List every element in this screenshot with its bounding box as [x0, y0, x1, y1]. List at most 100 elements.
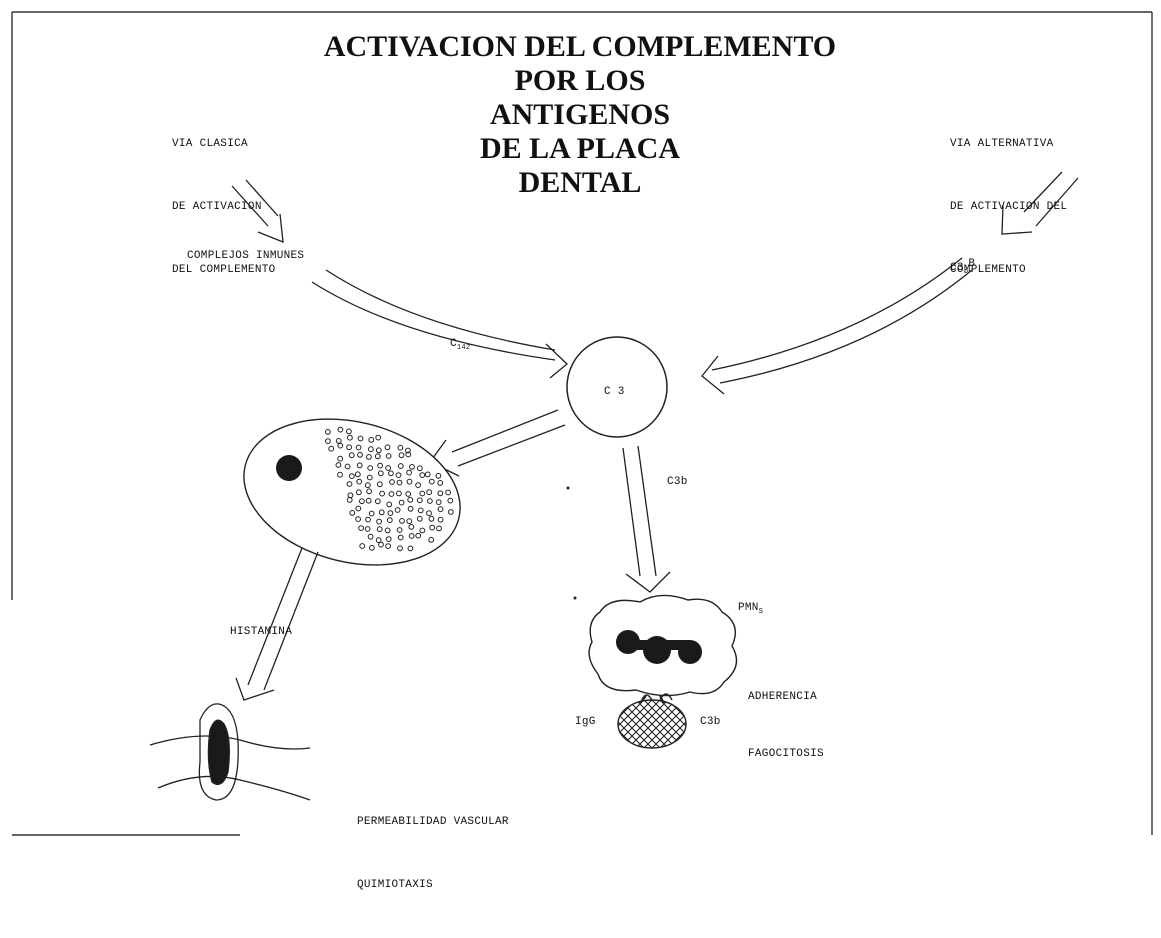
- granule: [366, 454, 372, 460]
- granule: [417, 507, 424, 514]
- granule: [376, 526, 383, 533]
- title-line: DENTAL: [518, 166, 642, 199]
- granule: [419, 490, 426, 497]
- title-line: POR LOS: [514, 64, 646, 97]
- classical-line: DE ACTIVACION: [172, 201, 262, 213]
- vessel: [149, 703, 311, 801]
- granule: [344, 463, 351, 470]
- pmn-nucleus: [616, 630, 702, 664]
- granule: [359, 498, 365, 505]
- granule: [349, 473, 355, 480]
- granule: [396, 490, 402, 497]
- granule: [368, 510, 375, 517]
- granule: [325, 438, 331, 445]
- granule: [429, 524, 436, 531]
- granule: [427, 498, 433, 504]
- diagram-title: ACTIVACION DEL COMPLEMENTO POR LOS ANTIG…: [300, 30, 860, 200]
- granule: [397, 463, 404, 469]
- c3bb-label: C3bB: [950, 258, 975, 280]
- granule: [375, 434, 382, 441]
- alternative-line: VIA ALTERNATIVA: [950, 138, 1054, 150]
- granule: [337, 471, 343, 478]
- c142-label: C142: [450, 334, 470, 356]
- granule: [437, 490, 444, 497]
- c3bb-base: C3: [950, 262, 964, 274]
- granule: [357, 435, 364, 442]
- adherence-line: FAGOCITOSIS: [748, 748, 824, 760]
- igg-label: IgG: [575, 716, 596, 728]
- granule: [426, 510, 432, 517]
- alternative-pathway-label: VIA ALTERNATIVA DE ACTIVACION DEL COMPLE…: [950, 92, 1067, 323]
- granule: [445, 489, 452, 496]
- granule: [407, 496, 414, 503]
- c3-to-pmn-arrow: [622, 445, 671, 593]
- granule: [367, 465, 374, 471]
- c3b-bottom-label: C3b: [700, 716, 721, 728]
- granule: [357, 451, 363, 458]
- granule: [346, 497, 353, 503]
- granule: [388, 470, 394, 477]
- c142-base: C: [450, 338, 457, 350]
- granule: [349, 510, 356, 516]
- granule: [368, 446, 374, 453]
- c3bb-subscript: b: [963, 268, 969, 276]
- granule: [365, 516, 371, 523]
- granule: [379, 490, 386, 497]
- granule: [428, 478, 435, 485]
- granule: [419, 527, 426, 534]
- adherence-label: ADHERENCIA FAGOCITOSIS: [748, 648, 824, 804]
- granule: [448, 509, 454, 515]
- granule: [374, 453, 381, 460]
- pmn-cell: [588, 594, 738, 701]
- granule: [385, 536, 392, 542]
- granule: [428, 536, 435, 543]
- granule: [355, 444, 362, 451]
- granule: [385, 453, 392, 459]
- granule: [378, 541, 384, 548]
- c3-node-label: C 3: [604, 386, 625, 398]
- granule: [394, 507, 401, 513]
- granule: [366, 474, 373, 481]
- granule: [337, 426, 344, 433]
- granule: [389, 479, 395, 485]
- granule: [405, 491, 412, 497]
- bacterium: [617, 695, 687, 749]
- granule: [385, 543, 392, 549]
- title-line: ACTIVACION DEL COMPLEMENTO: [323, 30, 837, 63]
- granule: [416, 465, 423, 472]
- granule: [368, 436, 375, 443]
- alternative-line: DE ACTIVACION DEL: [950, 201, 1068, 213]
- alternative-line: COMPLEMENTO: [950, 264, 1026, 276]
- granule: [346, 428, 352, 435]
- granule: [388, 491, 395, 497]
- granule: [364, 526, 371, 532]
- granule: [415, 532, 422, 539]
- granule: [375, 537, 382, 544]
- granule: [426, 489, 433, 496]
- granule: [397, 545, 403, 552]
- granule: [376, 481, 383, 488]
- granule: [356, 462, 363, 469]
- granule: [397, 534, 404, 541]
- histamine-arrow: [235, 547, 319, 701]
- granule: [346, 481, 353, 487]
- classical-entry-arrow: [231, 179, 284, 244]
- granule: [376, 518, 383, 525]
- granule: [416, 515, 423, 522]
- c3b-arrow-label: C3b: [667, 476, 688, 488]
- granule: [374, 498, 381, 505]
- granule: [335, 462, 342, 468]
- c3-to-mastcell-arrow: [429, 409, 566, 477]
- c142-subscript: 142: [456, 344, 471, 352]
- granule: [437, 506, 444, 513]
- granule: [447, 497, 454, 504]
- diagram-canvas: ACTIVACION DEL COMPLEMENTO POR LOS ANTIG…: [11, 11, 1153, 891]
- granule: [396, 479, 403, 486]
- granule: [406, 478, 413, 485]
- granule: [419, 472, 426, 479]
- pmns-subscript: S: [758, 608, 764, 616]
- diagram-artwork: [11, 11, 1153, 836]
- granule: [356, 489, 362, 496]
- granule: [406, 518, 413, 525]
- granule: [408, 533, 415, 539]
